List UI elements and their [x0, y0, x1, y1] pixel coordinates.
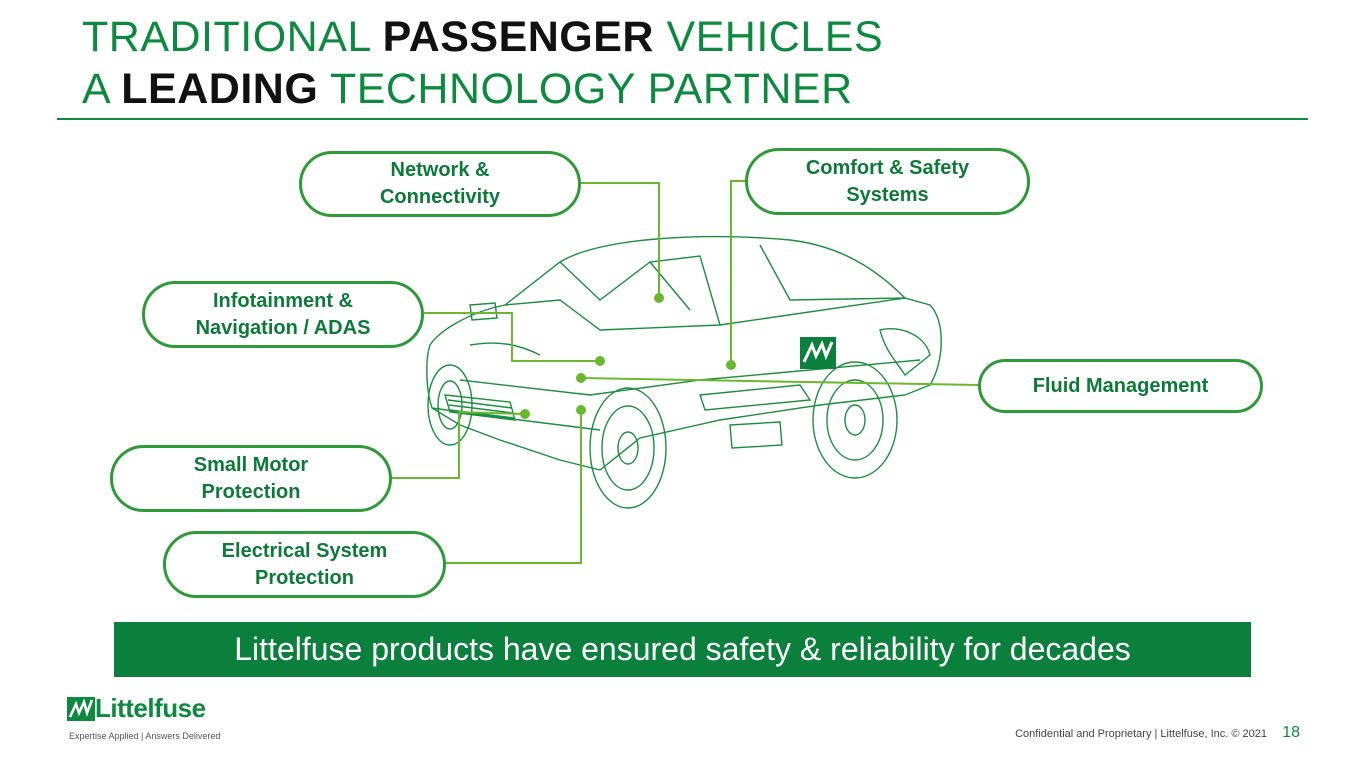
title-line-1: TRADITIONAL PASSENGER VEHICLES: [82, 13, 884, 61]
logo-tagline: Expertise Applied | Answers Delivered: [69, 731, 221, 741]
title-line-2: A LEADING TECHNOLOGY PARTNER: [82, 65, 853, 113]
car-wireframe: [426, 235, 942, 509]
littelfuse-logo: Littelfuse Expertise Applied | Answers D…: [67, 693, 220, 741]
title-divider: [57, 118, 1308, 120]
car-door-logo: [800, 337, 836, 369]
littelfuse-mark-icon: [67, 697, 95, 721]
connector-lines: [391, 180, 979, 564]
tagline-banner: Littelfuse products have ensured safety …: [114, 622, 1251, 677]
label-fluid-management: Fluid Management: [978, 359, 1263, 413]
label-infotainment-navigation: Infotainment &Navigation / ADAS: [142, 281, 424, 348]
logo-wordmark: Littelfuse: [95, 693, 206, 723]
car-diagram: [391, 180, 979, 564]
label-network-connectivity: Network &Connectivity: [299, 151, 581, 217]
connector-dots: [520, 293, 736, 419]
page-number: 18: [1282, 724, 1300, 741]
footer-copyright: Confidential and Proprietary | Littelfus…: [1015, 728, 1267, 740]
